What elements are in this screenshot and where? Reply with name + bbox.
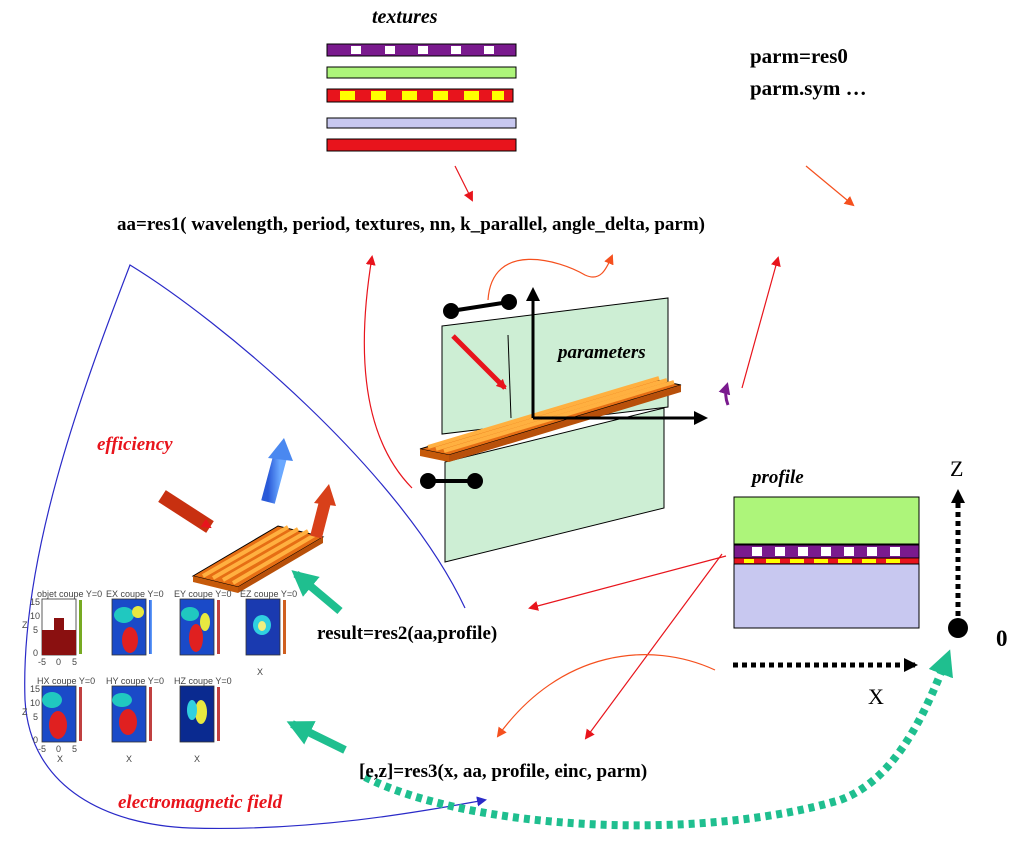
- texture-layer-green: [326, 66, 517, 79]
- electromagnetic-field-label: electromagnetic field: [118, 792, 283, 813]
- res2-to-efficiency-arrow: [291, 570, 343, 615]
- plot-title-ex: EX coupe Y=0: [106, 589, 164, 599]
- res3-to-origin-arrow: [363, 649, 953, 830]
- z-label-row1: Z: [22, 620, 28, 630]
- grating-figure: [419, 287, 731, 563]
- plot-title-hx: HX coupe Y=0: [37, 676, 96, 686]
- x-tick-0-r2: 0: [56, 744, 62, 754]
- texture-layer-lavender: [326, 117, 517, 129]
- rotation-arrow: [718, 382, 731, 406]
- field-plots-grid: [41, 598, 286, 743]
- x-tick-5-r1: 5: [72, 657, 78, 667]
- y-tick-0: 0: [33, 648, 39, 658]
- y-tick-5: 5: [33, 625, 39, 635]
- efficiency-grating: [158, 438, 336, 593]
- efficiency-reflected-arrow: [261, 455, 287, 504]
- z-axis-label: Z: [950, 456, 964, 481]
- res2-call: result=res2(aa,profile): [317, 623, 498, 644]
- textures-stack: [326, 43, 517, 152]
- res3-call: [e,z]=res3(x, aa, profile, einc, parm): [359, 761, 648, 782]
- lower-dumbbell-handle: [420, 473, 483, 489]
- x-tick-0-r1: 0: [56, 657, 62, 667]
- y-tick-0-row2: 0: [33, 735, 39, 745]
- profile-label: profile: [752, 467, 804, 488]
- figure-to-nn-arrow: [487, 254, 614, 301]
- parm-to-res1-arrow: [805, 165, 855, 207]
- textures-to-res1-arrow: [454, 165, 473, 202]
- plot-title-ey: EY coupe Y=0: [174, 589, 232, 599]
- plot-title-hy: HY coupe Y=0: [106, 676, 164, 686]
- x-label-hy: X: [126, 754, 133, 764]
- profile-to-res2-arrow: [528, 555, 727, 611]
- y-tick-15: 15: [30, 597, 41, 607]
- texture-layer-purple-white: [326, 43, 517, 57]
- res1-call: aa=res1( wavelength, period, textures, n…: [117, 214, 706, 235]
- blue-loop-curve: [24, 264, 487, 830]
- texture-layer-red: [326, 138, 517, 152]
- texture-layer-red-yellow: [326, 88, 514, 103]
- parm-line-1: parm=res0: [750, 44, 848, 68]
- z-label-row2: Z: [22, 707, 28, 717]
- parm-line-2: parm.sym …: [750, 76, 867, 100]
- parameters-label: parameters: [558, 342, 646, 363]
- x-label-hz: X: [194, 754, 201, 764]
- x-axis-to-res3-arrow: [496, 654, 716, 738]
- efficiency-incident-arrow: [158, 490, 214, 533]
- y-tick-10-row2: 10: [30, 698, 41, 708]
- plot-title-hz: HZ coupe Y=0: [174, 676, 232, 686]
- profile-layer-green: [733, 496, 920, 545]
- y-tick-5-row2: 5: [33, 712, 39, 722]
- figure-to-wavelength-arrow: [363, 255, 413, 489]
- x-label-ez: X: [257, 667, 264, 677]
- x-tick-neg5-r2: -5: [38, 744, 47, 754]
- x-axis-label: X: [868, 684, 884, 709]
- textures-label: textures: [372, 6, 438, 28]
- x-label-hx: X: [57, 754, 64, 764]
- efficiency-transmitted-arrow: [310, 500, 331, 539]
- figure-to-angle-arrow: [741, 256, 781, 389]
- y-tick-15-row2: 15: [30, 684, 41, 694]
- plot-title-ez: EZ coupe Y=0: [240, 589, 298, 599]
- profile-stack: [733, 496, 920, 629]
- x-tick-neg5-r1: -5: [38, 657, 47, 667]
- profile-to-res3-arrow: [584, 553, 723, 740]
- y-tick-10: 10: [30, 611, 41, 621]
- efficiency-label: efficiency: [97, 434, 173, 455]
- origin-label: 0: [996, 626, 1008, 651]
- origin-dot: [948, 618, 968, 638]
- upper-dumbbell-handle: [443, 294, 517, 319]
- res3-to-field-arrow: [286, 720, 347, 754]
- plot-title-objet: objet coupe Y=0: [37, 589, 103, 599]
- profile-layer-lavender: [733, 563, 920, 629]
- incident-wave-arrow: [451, 334, 507, 390]
- x-tick-5-r2: 5: [72, 744, 78, 754]
